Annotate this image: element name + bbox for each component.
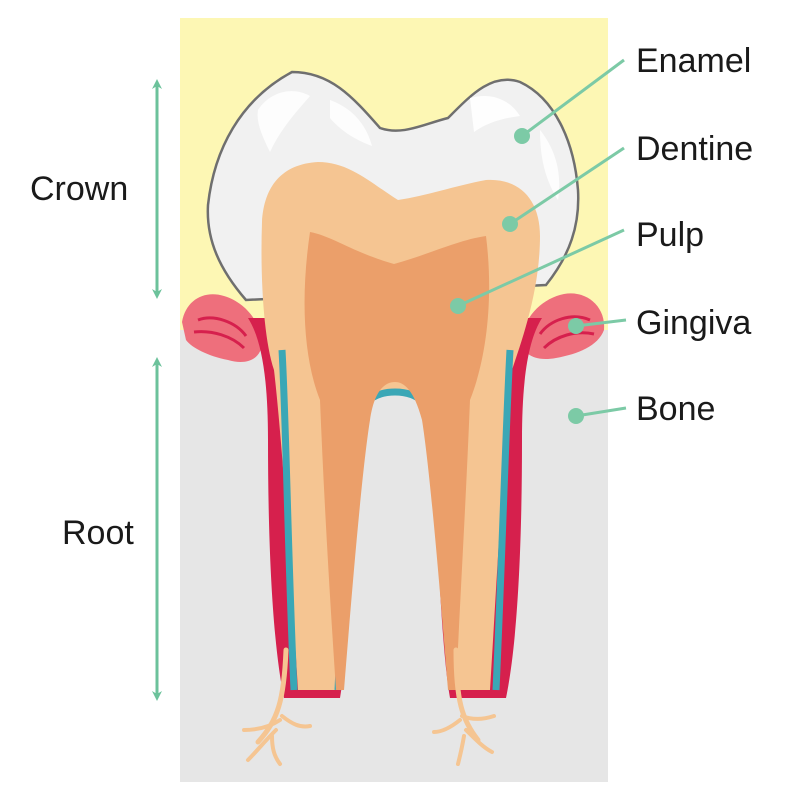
pulp — [304, 232, 490, 690]
callout-gingiva — [568, 318, 627, 334]
bone-background — [180, 330, 608, 782]
enamel-highlights — [257, 91, 560, 200]
label-dentine: Dentine — [636, 130, 753, 168]
callout-enamel — [514, 58, 625, 144]
callout-bone — [568, 406, 627, 424]
gingiva-left — [182, 294, 262, 362]
label-enamel: Enamel — [636, 42, 751, 80]
nerves — [242, 647, 496, 766]
gingiva-right — [521, 293, 605, 360]
label-gingiva: Gingiva — [636, 304, 751, 342]
label-pulp: Pulp — [636, 216, 704, 254]
label-root: Root — [62, 514, 134, 552]
label-crown: Crown — [30, 170, 128, 208]
callout-pulp — [450, 228, 625, 314]
callout-dentine — [502, 146, 625, 232]
label-bone: Bone — [636, 390, 715, 428]
